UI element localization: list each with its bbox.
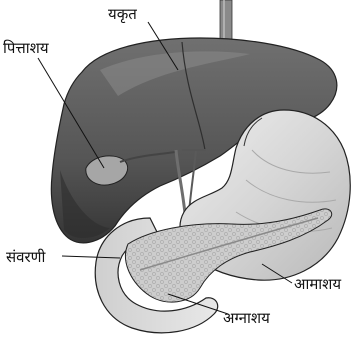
label-duodenum: संवरणी [6,250,45,265]
label-gallbladder: पित्ताशय [3,41,49,56]
label-liver: यकृत [108,7,137,22]
label-pancreas: अग्नाशय [223,311,270,326]
label-stomach: आमाशय [294,277,341,292]
